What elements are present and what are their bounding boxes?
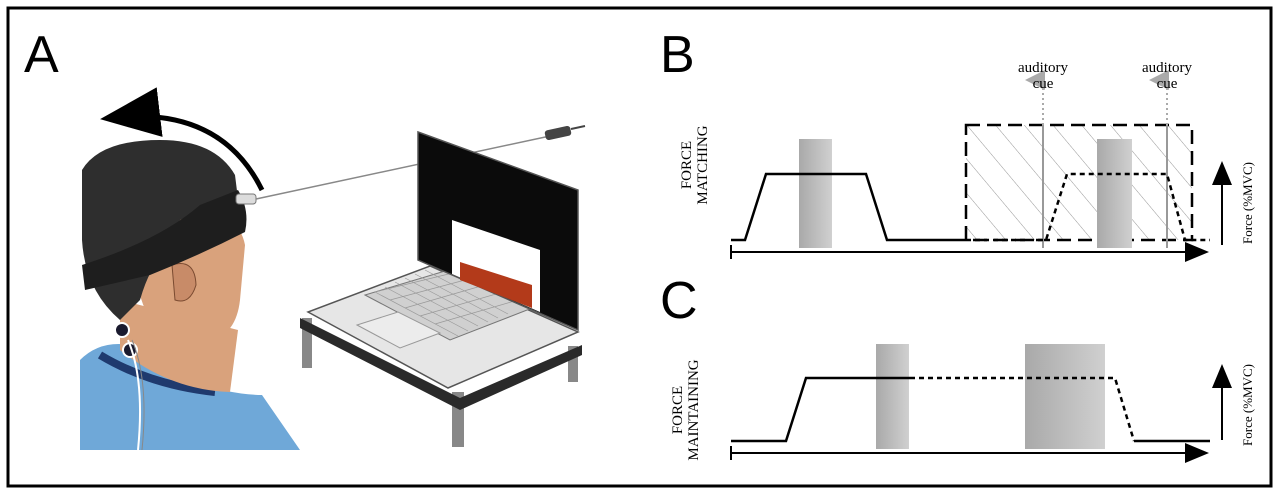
panel-b-hatched-region [966,125,1192,240]
laptop-stand [300,318,582,447]
string-end [570,125,586,130]
panel-c-shade-2 [1025,344,1105,449]
collar [97,351,216,396]
panel-c: C FORCE MAINTAINING Force (%MVC) [660,272,1255,463]
screen-target-bar [460,262,532,308]
panel-c-force-axis-label: Force (%MVC) [1240,364,1255,446]
laptop [306,130,580,389]
panel-b-force-trace-solid [731,172,966,242]
string-clip [544,125,572,141]
panel-b-shade-2 [1097,139,1132,248]
panel-c-task-label-line2: MAINTAINING [686,359,702,460]
panel-b-shade-1 [799,139,832,248]
head-rotation-arrow [100,87,265,192]
figure-border [6,6,1273,488]
participant-illustration [80,140,300,451]
panel-b-dashed-box [964,123,1194,242]
electrode-cable-outline [131,339,145,451]
panel-b-letter: B [660,26,695,84]
panel-c-force-trace-solid [731,376,910,443]
panel-b-cue-2-line2: cue [1157,76,1178,92]
panel-b-force-trace-dotted [966,172,1210,242]
laptop-keys-grid [374,269,526,337]
panel-c-shade-1 [876,344,909,449]
panel-a-letter: A [24,26,59,84]
panel-b: B FORCE MATCHING auditory cue auditory c… [660,26,1255,262]
panel-b-task-label-line2: MATCHING [695,125,711,204]
headband [82,190,247,290]
panel-b-cue-1-line2: cue [1033,76,1054,92]
tracking-string [255,135,551,200]
electrode-cable [127,339,142,451]
electrode-upper [114,322,130,338]
head-sensor [235,193,257,205]
laptop-touchpad [355,311,442,349]
panel-c-task-label-line1: FORCE [670,386,686,434]
panel-a: A [24,26,586,451]
panel-b-task-label-line1: FORCE [679,141,695,189]
panel-b-force-axis-label: Force (%MVC) [1240,162,1255,244]
ear [171,263,197,302]
panel-b-cue-1-line1: auditory [1018,60,1068,76]
panel-b-cue-2-line1: auditory [1142,60,1192,76]
panel-c-letter: C [660,272,698,330]
